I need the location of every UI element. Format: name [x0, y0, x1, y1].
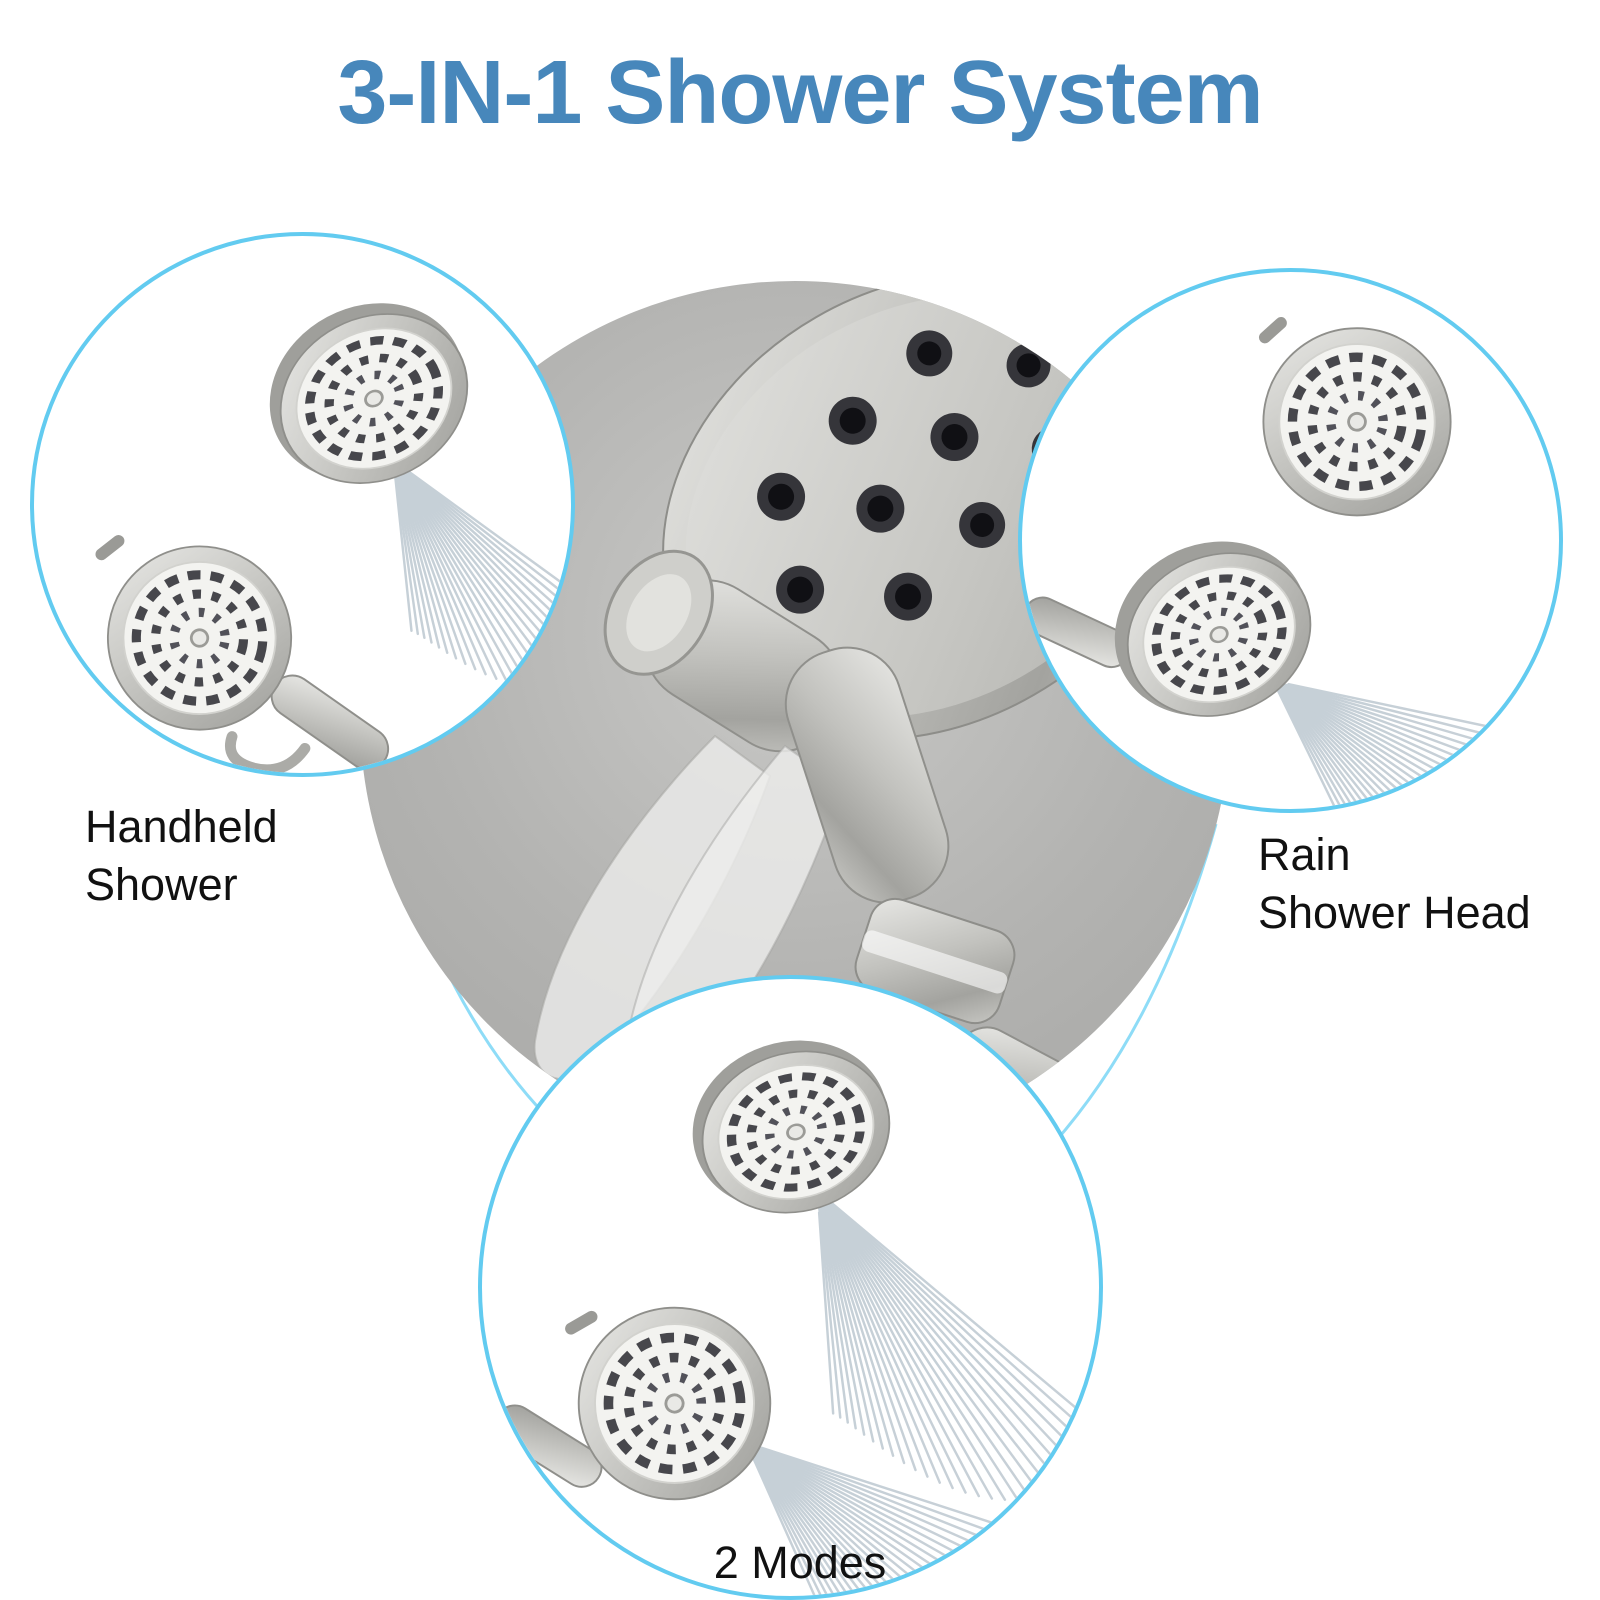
water-spray-upper: [817, 1197, 1099, 1501]
handheld-shower-label: Handheld Shower: [85, 798, 278, 913]
mount-pin: [95, 535, 125, 561]
water-spray: [1276, 682, 1559, 809]
rain-shower-illustration: [1022, 272, 1559, 809]
mount-pin: [565, 1310, 598, 1335]
two-modes-label: 2 Modes: [0, 1534, 1600, 1592]
hose-connector-nut: [854, 897, 1016, 1025]
upper-shower-head: [251, 282, 497, 515]
handle: [270, 674, 390, 771]
water-spray: [393, 466, 571, 691]
handle: [494, 1404, 603, 1488]
handheld-shower-illustration: [34, 236, 571, 773]
rain-shower-label: Rain Shower Head: [1258, 826, 1531, 941]
handheld-label-line2: Shower: [85, 858, 238, 910]
water-spray-lower: [749, 1445, 1048, 1596]
lower-shower-head: [93, 532, 305, 744]
rain-label-line1: Rain: [1258, 829, 1351, 880]
diverter-body: [784, 646, 950, 904]
black-nozzles: [757, 330, 1076, 621]
page-title: 3-IN-1 Shower System: [337, 43, 1263, 143]
rain-shower-head: [1244, 308, 1471, 535]
two-modes-illustration: [494, 979, 1099, 1596]
rain-shower-callout: [1018, 268, 1563, 813]
rain-label-line2: Shower Head: [1258, 886, 1531, 938]
handheld-label-line1: Handheld: [85, 801, 278, 852]
upper-shower-head: [681, 1028, 910, 1237]
two-modes-label-text: 2 Modes: [713, 1537, 887, 1588]
mount-pin: [1258, 317, 1287, 344]
handheld-shower-callout: [30, 232, 575, 777]
two-modes-callout: [478, 975, 1103, 1600]
shower-hose: [225, 731, 311, 773]
